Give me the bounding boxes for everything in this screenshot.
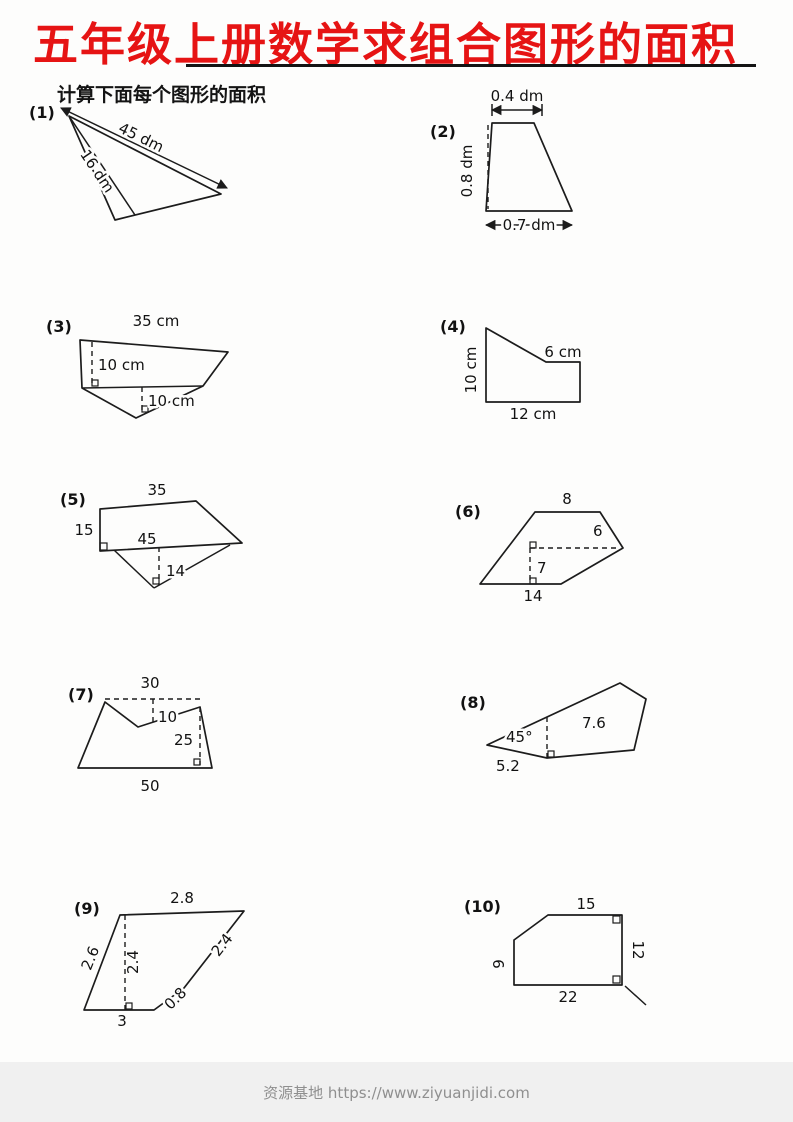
problem-number: (9) xyxy=(74,899,100,918)
dim-label: 14 xyxy=(523,587,542,605)
dim-label: 10 xyxy=(158,708,177,726)
shape-outline xyxy=(83,910,245,1011)
dim-label: 5.2 xyxy=(496,757,520,775)
page-subtitle: 计算下面每个图形的面积 xyxy=(57,84,267,106)
dim-label: 12 xyxy=(629,940,647,959)
problem-number: (4) xyxy=(440,317,466,336)
dim-label: 0.8 dm xyxy=(458,145,476,198)
dim-label: 16 dm xyxy=(76,146,118,196)
dim-label: 12 cm xyxy=(510,405,557,423)
problem-number: (8) xyxy=(460,693,486,712)
dim-label: 2.8 xyxy=(170,889,194,907)
right-angle-mark xyxy=(529,541,537,549)
dim-label: 22 xyxy=(558,988,577,1006)
dim-label: 15 xyxy=(74,521,93,539)
right-angle-mark xyxy=(193,758,201,766)
dim-label: 2.4 xyxy=(124,950,142,974)
shape-outline xyxy=(79,339,229,419)
dim-label: 15 xyxy=(576,895,595,913)
problem-number: (10) xyxy=(464,897,501,916)
shape-outline xyxy=(479,511,624,585)
figure-4-drawing: (4) 10 cm 6 cm 12 cm xyxy=(440,317,584,423)
triangle-side xyxy=(113,549,155,589)
right-angle-mark xyxy=(529,577,537,585)
dim-label: 45 xyxy=(137,530,156,548)
page-title: 五年级上册数学求组合图形的面积 xyxy=(33,18,739,71)
dim-label: 10 cm xyxy=(148,392,195,410)
shape-outline xyxy=(486,682,647,759)
dim-label: 50 xyxy=(140,777,159,795)
dim-label: 0.8 xyxy=(161,984,191,1014)
right-angle-mark xyxy=(91,379,99,387)
dimension-line xyxy=(60,107,228,189)
right-angle-mark xyxy=(125,1002,133,1010)
right-angle-mark xyxy=(177,988,184,995)
right-angle-mark xyxy=(99,542,108,551)
figure-7-drawing: (7) 30 10 25 50 xyxy=(68,674,213,795)
shape-outline xyxy=(513,914,623,986)
footer-text: 资源基地 https://www.ziyuanjidi.com xyxy=(263,1083,530,1102)
problem-number: (7) xyxy=(68,685,94,704)
dim-label: 25 xyxy=(174,731,193,749)
page-footer: 资源基地 https://www.ziyuanjidi.com xyxy=(0,1062,793,1122)
dim-label: 2.4 xyxy=(208,930,237,960)
dim-label: 0.7 dm xyxy=(503,216,556,234)
dim-label: 3 xyxy=(117,1012,127,1030)
dim-label: 0.4 dm xyxy=(491,87,544,105)
figure-3-drawing: (3) 35 cm 10 cm 10 cm xyxy=(46,312,229,419)
dim-label: 6 cm xyxy=(544,343,581,361)
right-angle-mark xyxy=(152,577,160,585)
shape-outline xyxy=(77,701,213,769)
dim-label: 35 xyxy=(147,481,166,499)
problem-number: (5) xyxy=(60,490,86,509)
angle-label: 45° xyxy=(506,728,533,746)
shape-outline xyxy=(485,122,573,212)
dim-label: 7.6 xyxy=(582,714,606,732)
problem-number: (3) xyxy=(46,317,72,336)
dim-label: 35 cm xyxy=(133,312,180,330)
figure-9-drawing: (9) 2.8 2.6 2.4 2.4 0.8 3 xyxy=(74,889,245,1030)
figure-6-drawing: (6) 8 6 7 14 xyxy=(455,490,624,605)
dim-label: 7 xyxy=(537,559,547,577)
right-angle-mark xyxy=(141,405,149,413)
dim-label: 14 xyxy=(166,562,185,580)
pen-mark xyxy=(624,985,647,1006)
shape-outline xyxy=(99,500,243,552)
dim-label: 10 cm xyxy=(462,347,480,394)
title-underline xyxy=(186,64,756,67)
shape-outline xyxy=(485,327,581,403)
dim-label: 8 xyxy=(562,490,572,508)
dim-label: 45 dm xyxy=(116,119,167,156)
right-angle-mark xyxy=(547,750,555,758)
figure-8-drawing: (8) 7.6 45° 5.2 xyxy=(460,682,647,778)
triangle-side xyxy=(153,544,231,589)
figure-5-drawing: (5) 35 15 45 14 xyxy=(60,481,243,589)
figure-1-drawing: (1) 45 dm 16 dm xyxy=(29,103,228,221)
dim-label: 10 cm xyxy=(98,356,145,374)
right-angle-mark xyxy=(612,915,621,924)
dim-label: 9 xyxy=(490,959,508,969)
figure-10-drawing: (10) 15 9 12 22 xyxy=(464,895,647,1006)
dim-label: 6 xyxy=(593,522,603,540)
figure-2-drawing: (2) 0.4 dm 0.8 dm 0.7 dm xyxy=(430,87,574,237)
dim-label: 30 xyxy=(140,674,159,692)
problem-number: (6) xyxy=(455,502,481,521)
problem-number: (2) xyxy=(430,122,456,141)
right-angle-mark xyxy=(612,975,621,984)
problem-number: (1) xyxy=(29,103,55,122)
